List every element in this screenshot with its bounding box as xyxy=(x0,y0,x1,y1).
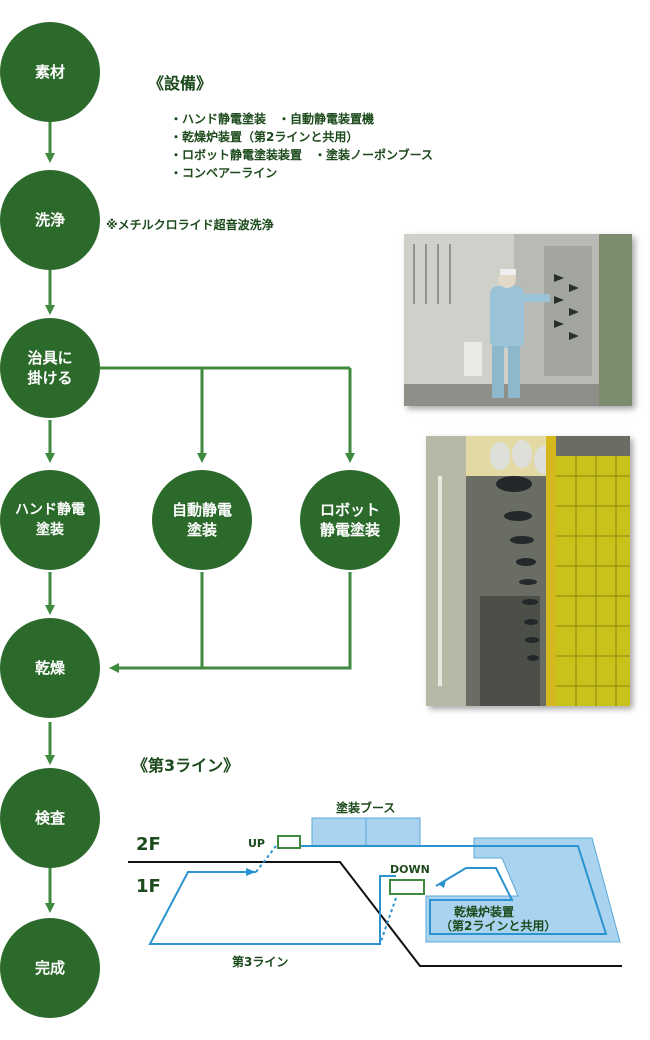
node-complete xyxy=(0,918,100,1018)
node-auto xyxy=(152,470,252,570)
node-label-dry: 乾燥 xyxy=(34,659,65,677)
node-label-inspect: 検査 xyxy=(34,809,65,827)
equipment-item: 乾燥炉装置（第2ラインと共用） xyxy=(170,128,433,146)
node-material xyxy=(0,22,100,122)
conveyor-line-photo xyxy=(426,436,630,706)
equipment-list: ハンド静電塗装 ・自動静電装置機 乾燥炉装置（第2ラインと共用） ロボット静電塗… xyxy=(170,110,433,182)
node-label-robot: ロボット 静電塗装 xyxy=(319,501,380,539)
equipment-item: ハンド静電塗装 ・自動静電装置機 xyxy=(170,110,433,128)
merge-line-robot xyxy=(109,572,352,673)
node-wash xyxy=(0,170,100,270)
node-label-complete: 完成 xyxy=(34,959,65,977)
equipment-item: ロボット静電塗装装置 ・塗装ノーポンブース xyxy=(170,146,433,164)
line3-heading: 《第3ライン》 xyxy=(132,756,240,775)
node-dry xyxy=(0,618,100,718)
node-label-auto: 自動静電 塗装 xyxy=(171,501,232,539)
node-label-jig: 治具に 掛ける xyxy=(27,349,73,387)
equipment-heading: 《設備》 xyxy=(148,74,213,93)
node-label-material: 素材 xyxy=(34,63,65,81)
equipment-item: コンベアーライン xyxy=(170,164,433,182)
node-robot xyxy=(300,470,400,570)
node-label-hand: ハンド静電 塗装 xyxy=(15,502,85,538)
worker-painting-photo xyxy=(404,234,632,406)
node-label-wash: 洗浄 xyxy=(34,211,65,229)
node-jig xyxy=(0,318,100,418)
node-inspect xyxy=(0,768,100,868)
node-hand xyxy=(0,470,100,570)
wash-note: ※メチルクロライド超音波洗浄 xyxy=(106,218,274,232)
